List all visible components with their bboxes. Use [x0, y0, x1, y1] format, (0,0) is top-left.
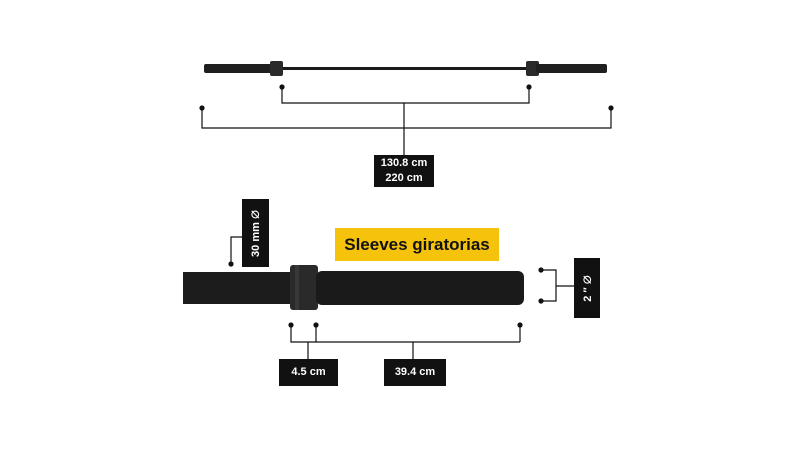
closeup-collar-ring [295, 265, 299, 310]
bar-shaft [282, 67, 527, 70]
sleeve-diameter-label: 2 ″ [581, 286, 594, 302]
inner-length-label: 130.8 cm [380, 157, 428, 169]
sleeve-closeup [183, 265, 524, 310]
bottom-dimension-dots [288, 322, 523, 328]
bottom-dimension-lines [290, 325, 521, 359]
closeup-shaft [183, 272, 295, 304]
collar-width-label: 4.5 cm [291, 366, 326, 378]
top-dimension-lines [201, 87, 612, 155]
closeup-collar [290, 265, 318, 310]
total-length-label: 220 cm [385, 172, 423, 184]
closeup-sleeve [316, 271, 524, 305]
right-sleeve [536, 64, 607, 73]
top-dimension-dots [199, 84, 614, 111]
sleeve-length-label: 39.4 cm [394, 366, 436, 378]
shaft-diameter-box: 30 mm ⌀ [242, 199, 269, 267]
shaft-diameter-pointer [228, 236, 242, 267]
sleeve-diameter-box: 2 ″ ⌀ [574, 258, 600, 318]
sleeve-diameter-bracket [538, 267, 574, 304]
title-banner: Sleeves giratorias [335, 228, 499, 261]
full-barbell [204, 61, 607, 76]
length-label-box: 130.8 cm 220 cm [374, 155, 434, 187]
sleeve-length-box: 39.4 cm [384, 359, 446, 386]
diameter-icon: ⌀ [246, 209, 264, 219]
diameter-icon: ⌀ [577, 274, 595, 284]
collar-width-box: 4.5 cm [279, 359, 338, 386]
right-collar [526, 61, 539, 76]
shaft-diameter-label: 30 mm [250, 221, 263, 257]
left-collar [270, 61, 283, 76]
title-text: Sleeves giratorias [344, 234, 490, 254]
left-sleeve [204, 64, 274, 73]
